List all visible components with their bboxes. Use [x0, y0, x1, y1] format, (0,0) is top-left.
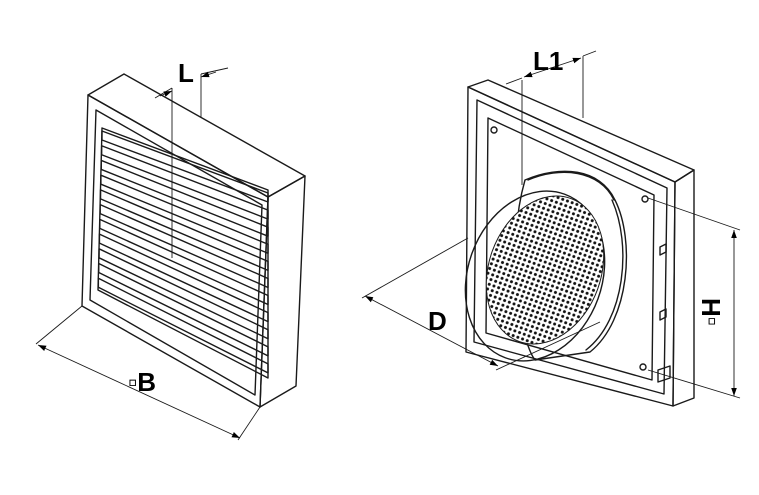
louver-slat — [97, 277, 269, 374]
grille-louvers — [97, 130, 269, 374]
mount-hole-3 — [639, 363, 647, 371]
label-L: L — [178, 58, 194, 88]
louver-slat — [98, 248, 269, 340]
dimension-D: D — [361, 237, 601, 371]
louver-slat — [99, 218, 269, 306]
louver-slat — [100, 145, 269, 220]
clip-1 — [659, 243, 667, 256]
spigot-inner-panel — [485, 117, 655, 381]
spigot-grille — [464, 79, 695, 407]
mount-hole-1 — [490, 126, 498, 134]
louver-slat — [98, 262, 269, 357]
grille-front-face — [81, 94, 269, 408]
spigot-mesh — [485, 195, 605, 345]
louver-slat — [100, 174, 269, 254]
spigot-frame-side — [672, 169, 695, 407]
louver-slat — [101, 130, 269, 203]
clip-2 — [659, 308, 667, 321]
louver-slat — [100, 159, 269, 237]
dimension-L1: L1 — [505, 46, 597, 185]
louver-slat — [99, 189, 269, 272]
louvered-grille — [81, 73, 306, 408]
label-L1: L1 — [533, 46, 563, 76]
mount-hole-2 — [641, 195, 649, 203]
dimension-B: ▫B — [35, 305, 261, 441]
grille-bevel — [89, 109, 263, 396]
dimension-H: ▫H — [647, 197, 741, 399]
spigot-frame-top — [467, 79, 695, 183]
louver-slat — [98, 233, 269, 323]
spigot-front-face — [465, 86, 676, 407]
label-H: ▫H — [696, 298, 726, 326]
clip-3 — [657, 365, 671, 383]
louver-slat — [99, 203, 269, 289]
spigot-rim-outer — [464, 190, 606, 362]
grille-opening — [97, 127, 269, 379]
label-D: D — [428, 306, 447, 336]
label-B: ▫B — [128, 367, 156, 397]
dimension-L: L — [154, 58, 229, 258]
spigot-bevel — [473, 99, 668, 395]
